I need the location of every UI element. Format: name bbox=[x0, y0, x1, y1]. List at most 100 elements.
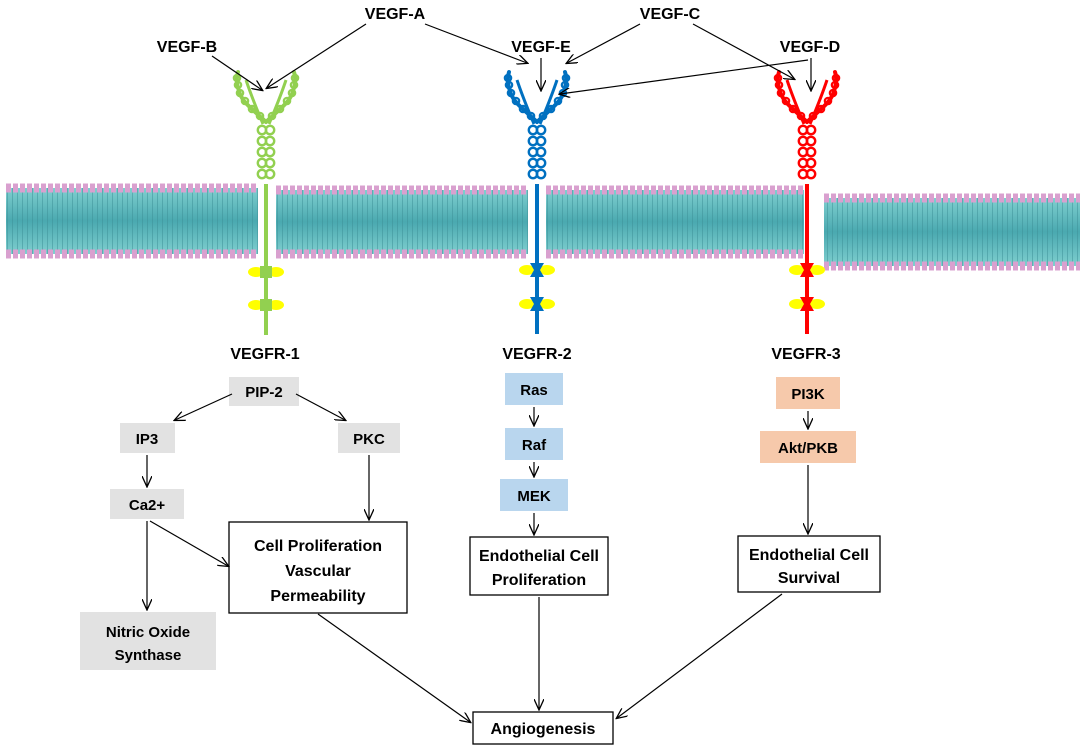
receptor-domain bbox=[805, 168, 817, 180]
receptor-bead bbox=[546, 104, 556, 114]
receptor-inner-arm bbox=[244, 79, 265, 125]
ras-label: Ras bbox=[520, 382, 548, 399]
ligand-vegf-a: VEGF-A bbox=[365, 6, 426, 23]
receptor-bead bbox=[275, 104, 285, 114]
ip3-box bbox=[120, 423, 175, 453]
cell-proliferation-line2: Vascular bbox=[285, 563, 351, 580]
raf-label: Raf bbox=[522, 437, 547, 454]
receptor-inner-arm bbox=[538, 79, 559, 125]
membrane-segment bbox=[546, 185, 804, 259]
phospho-site bbox=[809, 299, 825, 309]
akt-box bbox=[760, 431, 856, 463]
receptor-bead bbox=[240, 96, 250, 106]
receptor-bead bbox=[781, 96, 791, 106]
cell-proliferation-line1: Cell Proliferation bbox=[254, 538, 382, 555]
endothelial-proliferation-line2: Proliferation bbox=[492, 572, 586, 589]
pkc-label: PKC bbox=[353, 431, 385, 448]
receptor-domain bbox=[535, 168, 547, 180]
ras-box bbox=[505, 373, 563, 405]
receptor-bead bbox=[773, 73, 783, 83]
endothelial-survival-box bbox=[737, 535, 881, 593]
vegfr3-receptor bbox=[773, 70, 841, 334]
receptor-domain bbox=[264, 168, 276, 180]
angiogenesis-label: Angiogenesis bbox=[491, 721, 596, 738]
receptor-inner-arm bbox=[808, 79, 829, 125]
nitric-oxide-line1: Nitric Oxide bbox=[106, 624, 190, 641]
phospho-site bbox=[809, 265, 825, 275]
vegfr2-receptor bbox=[503, 70, 571, 334]
pathway-vegfr1: PIP-2 IP3 PKC Ca2+ Cell Proliferation Va… bbox=[80, 377, 408, 670]
phospho-site bbox=[539, 265, 555, 275]
ca2-label: Ca2+ bbox=[129, 497, 166, 514]
receptor-inner-arm bbox=[267, 79, 288, 125]
ligand-arrows bbox=[211, 23, 811, 94]
receptor-bead bbox=[247, 104, 257, 114]
nitric-oxide-line2: Synthase bbox=[115, 647, 182, 664]
ca2-box bbox=[110, 489, 184, 519]
receptor-bead bbox=[816, 104, 826, 114]
pathway-vegfr2: Ras Raf MEK Endothelial Cell Proliferati… bbox=[469, 373, 609, 596]
receptor-bead bbox=[788, 104, 798, 114]
ligand-vegf-c: VEGF-C bbox=[640, 6, 701, 23]
receptor-label-vegfr1: VEGFR-1 bbox=[230, 346, 299, 363]
receptor-domain bbox=[535, 146, 547, 158]
mek-box bbox=[500, 479, 568, 511]
ip3-label: IP3 bbox=[136, 431, 159, 448]
receptor-bead bbox=[831, 73, 841, 83]
angiogenesis-box bbox=[472, 711, 614, 745]
receptor-bead bbox=[235, 88, 245, 98]
receptor-domain bbox=[805, 157, 817, 169]
ligand-vegf-b: VEGF-B bbox=[157, 39, 217, 56]
pi3k-box bbox=[776, 377, 840, 409]
akt-label: Akt/PKB bbox=[778, 440, 838, 457]
membrane bbox=[6, 183, 1080, 271]
angiogenesis-group: Angiogenesis bbox=[317, 593, 783, 745]
kinase-domain bbox=[800, 263, 814, 277]
receptor-label-vegfr3: VEGFR-3 bbox=[771, 346, 840, 363]
receptor-domain bbox=[264, 135, 276, 147]
receptor-inner-arm bbox=[515, 79, 536, 125]
endothelial-survival-line2: Survival bbox=[778, 570, 840, 587]
phospho-site bbox=[539, 299, 555, 309]
receptor-domain bbox=[264, 157, 276, 169]
phospho-site bbox=[519, 299, 535, 309]
pip2-box bbox=[229, 377, 299, 406]
mek-label: MEK bbox=[517, 488, 551, 505]
phospho-site bbox=[789, 265, 805, 275]
receptor-inner-arm bbox=[785, 79, 806, 125]
pip2-label: PIP-2 bbox=[245, 384, 283, 401]
phospho-site bbox=[789, 299, 805, 309]
membrane-segment bbox=[824, 193, 1080, 271]
membrane-segment bbox=[6, 183, 258, 259]
receptor-label-vegfr2: VEGFR-2 bbox=[502, 346, 571, 363]
pkc-box bbox=[338, 423, 400, 453]
receptor-bead bbox=[506, 88, 516, 98]
receptor-domain bbox=[535, 124, 547, 136]
phospho-site bbox=[519, 265, 535, 275]
endothelial-proliferation-line1: Endothelial Cell bbox=[479, 548, 599, 565]
receptor-domain bbox=[805, 124, 817, 136]
receptor-bead bbox=[290, 73, 300, 83]
receptor-bead bbox=[503, 73, 513, 83]
membrane-segment bbox=[276, 185, 528, 259]
cell-proliferation-box bbox=[228, 521, 408, 614]
receptor-bead bbox=[282, 96, 292, 106]
cell-proliferation-line3: Permeability bbox=[270, 588, 365, 605]
receptor-bead bbox=[511, 96, 521, 106]
endothelial-proliferation-box bbox=[469, 536, 609, 596]
receptor-bead bbox=[776, 88, 786, 98]
kinase-domain bbox=[260, 266, 272, 278]
kinase-domain bbox=[530, 263, 544, 277]
kinase-domain bbox=[260, 299, 272, 311]
receptor-bead bbox=[232, 73, 242, 83]
receptor-bead bbox=[823, 96, 833, 106]
receptor-domain bbox=[535, 157, 547, 169]
ligand-vegf-d: VEGF-D bbox=[780, 39, 840, 56]
receptor-domain bbox=[264, 124, 276, 136]
receptor-domain bbox=[805, 135, 817, 147]
pathway-vegfr3: PI3K Akt/PKB Endothelial Cell Survival bbox=[737, 377, 881, 593]
vegfr1-receptor bbox=[232, 70, 300, 335]
receptor-bead bbox=[561, 73, 571, 83]
receptor-bead bbox=[828, 88, 838, 98]
